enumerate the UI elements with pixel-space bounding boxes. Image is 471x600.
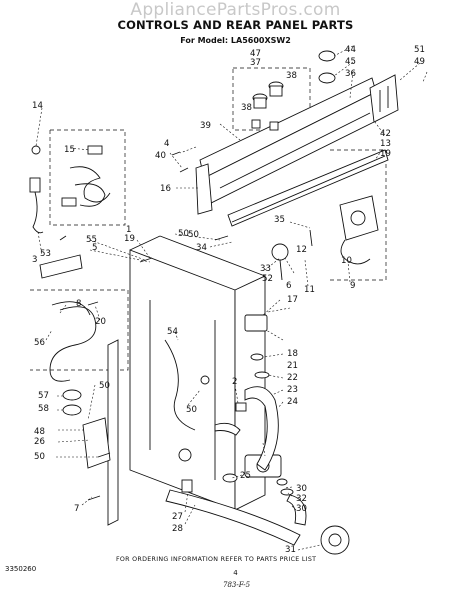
- callout-4: 4: [164, 139, 169, 149]
- callout-23: 23: [287, 385, 298, 395]
- callout-16: 16: [160, 184, 171, 194]
- ordering-note: FOR ORDERING INFORMATION REFER TO PARTS …: [116, 556, 317, 563]
- console-rear-cover: [227, 149, 389, 227]
- callout-1: 1: [126, 225, 131, 235]
- callout-47: 47: [250, 49, 261, 59]
- callout-50-left-mid: 50: [99, 381, 110, 391]
- callout-51: 51: [414, 45, 425, 55]
- callout-19-left: 19: [124, 234, 135, 244]
- handwritten-note: 783-F-5: [223, 581, 251, 589]
- callout-50-center: 50: [186, 405, 197, 415]
- callout-21: 21: [287, 361, 298, 371]
- callout-22: 22: [287, 373, 298, 383]
- control-console: [195, 77, 379, 215]
- switch-bracket: [369, 74, 399, 123]
- callout-5: 5: [92, 243, 97, 253]
- callout-25: 25: [240, 471, 251, 481]
- callout-7: 7: [74, 504, 79, 514]
- callout-44: 44: [345, 45, 356, 55]
- callout-50-console: 50: [188, 230, 199, 240]
- callout-34: 34: [196, 243, 207, 253]
- callout-20: 20: [95, 317, 106, 327]
- cord-group-box: [49, 129, 126, 226]
- callout-37: 37: [250, 58, 261, 68]
- callout-36: 36: [345, 69, 356, 79]
- callout-13: 13: [380, 139, 391, 149]
- callout-53: 53: [40, 249, 51, 259]
- document-number: 3350260: [5, 565, 37, 573]
- callout-labels: 1 2 3 4 5 6 7 8 9 10 11 12 13 14 15 16 1…: [32, 45, 425, 555]
- timer-group-box: [330, 149, 387, 281]
- water-valve: [244, 243, 289, 332]
- callout-54: 54: [167, 327, 178, 337]
- callout-19-right: 19: [380, 149, 391, 159]
- callout-30-lower: 30: [296, 504, 307, 514]
- callout-56: 56: [34, 338, 45, 348]
- callout-38-right: 38: [286, 71, 297, 81]
- callout-6: 6: [286, 281, 291, 291]
- callout-27: 27: [172, 512, 183, 522]
- hose-group-box: [30, 289, 129, 371]
- callout-18: 18: [287, 349, 298, 359]
- timer-assembly: [339, 195, 379, 265]
- callout-57: 57: [38, 391, 49, 401]
- knob-group-box: [232, 67, 311, 131]
- callout-32: 32: [296, 494, 307, 504]
- callout-38-left: 38: [241, 103, 252, 113]
- callout-10: 10: [341, 256, 352, 266]
- callout-52: 52: [262, 274, 273, 284]
- callout-39: 39: [200, 121, 211, 131]
- callout-50-lower-left: 50: [34, 452, 45, 462]
- callout-45: 45: [345, 57, 356, 67]
- callout-3: 3: [32, 255, 37, 265]
- callout-50-top: 50: [178, 229, 189, 239]
- callout-35: 35: [274, 215, 285, 225]
- callout-58: 58: [38, 404, 49, 414]
- callout-49: 49: [414, 57, 425, 67]
- control-knobs: [251, 50, 336, 131]
- callout-31: 31: [285, 545, 296, 555]
- leader-lines: [35, 45, 428, 551]
- page-number: 4: [233, 569, 238, 577]
- cord-clip: [29, 145, 44, 234]
- callout-42: 42: [380, 129, 391, 139]
- callout-24: 24: [287, 397, 298, 407]
- watermark: AppliancePartsPros.com: [130, 0, 341, 20]
- callout-48: 48: [34, 427, 45, 437]
- callout-40: 40: [155, 151, 166, 161]
- model-line: For Model: LA5600XSW2: [180, 36, 291, 45]
- callout-2: 2: [232, 377, 237, 387]
- callout-17: 17: [287, 295, 298, 305]
- callout-11: 11: [304, 285, 315, 295]
- pump-assembly: [165, 386, 350, 555]
- rear-panel: [129, 235, 266, 511]
- callout-9: 9: [350, 281, 355, 291]
- callout-15: 15: [64, 145, 75, 155]
- drain-hose: [49, 301, 97, 416]
- callout-8: 8: [76, 299, 81, 309]
- diagram-title: CONTROLS AND REAR PANEL PARTS: [117, 18, 354, 32]
- hoses-and-rings: [181, 353, 294, 496]
- callout-26: 26: [34, 437, 45, 447]
- callout-12: 12: [296, 245, 307, 255]
- callout-30-upper: 30: [296, 484, 307, 494]
- cabinet-side: [107, 339, 119, 526]
- callout-28: 28: [172, 524, 183, 534]
- side-bracket: [82, 417, 111, 469]
- screws: [59, 151, 313, 501]
- callout-55: 55: [86, 235, 97, 245]
- callout-33: 33: [260, 264, 271, 274]
- callout-14: 14: [32, 101, 43, 111]
- power-cord: [61, 145, 111, 207]
- hose-clamp: [39, 254, 83, 279]
